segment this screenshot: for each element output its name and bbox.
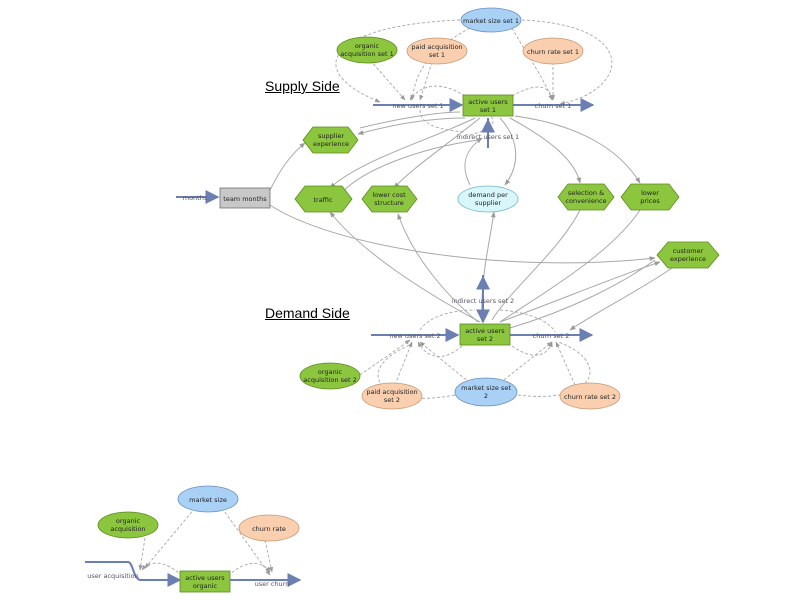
organic-acquisition-set1-label-2: acquisition set 1 xyxy=(340,50,393,58)
flow-arrows xyxy=(85,98,595,587)
traffic-node: traffic xyxy=(294,185,353,213)
demand-per-supplier-node: demand per supplier xyxy=(457,185,519,213)
paid-acquisition-set2-node: paid acquisition set 2 xyxy=(361,382,423,410)
churn-set2-label: churn set 2 xyxy=(533,332,570,340)
organic-acquisition-set2-label-1: organic xyxy=(318,368,343,376)
selection-convenience-label-2: convenience xyxy=(565,197,606,205)
market-size-set1-node: market size set 1 xyxy=(460,7,522,33)
lower-cost-structure-label-2: structure xyxy=(374,199,404,207)
new-users-set2-label: new users set 2 xyxy=(389,332,440,340)
lower-prices-node: lower prices xyxy=(620,183,680,211)
lower-cost-structure-node: lower cost structure xyxy=(361,185,418,213)
indirect-users-set1-label: indirect users set 1 xyxy=(457,133,519,141)
market-size-label: market size xyxy=(189,496,227,504)
organic-acquisition-set2-node: organic acquisition set 2 xyxy=(299,362,361,390)
market-size-set2-label-2: 2 xyxy=(484,392,488,400)
selection-convenience-node: selection & convenience xyxy=(557,183,615,211)
team-months-node: team months xyxy=(219,187,271,209)
paid-acquisition-set1-label-2: set 1 xyxy=(429,51,445,59)
team-months-label: team months xyxy=(223,195,267,203)
organic-acquisition-set2-label-2: acquisition set 2 xyxy=(303,376,356,384)
organic-acquisition-set1-label-1: organic xyxy=(355,42,380,50)
months-label: months xyxy=(183,194,208,202)
market-size-set1-label: market size set 1 xyxy=(463,17,519,25)
demand-side-title: Demand Side xyxy=(265,305,350,321)
market-size-node: market size xyxy=(177,485,239,513)
market-size-set2-node: market size set 2 xyxy=(454,377,518,407)
paid-acquisition-set1-node: paid acquisition set 1 xyxy=(406,37,468,65)
user-churn-label: user churn xyxy=(255,580,290,588)
selection-convenience-label-1: selection & xyxy=(568,189,604,197)
churn-rate-node: churn rate xyxy=(238,514,300,542)
churn-set1-label: churn set 1 xyxy=(535,102,572,110)
demand-per-supplier-label-1: demand per xyxy=(468,191,508,199)
organic-acquisition-label-1: organic xyxy=(116,517,141,525)
customer-experience-label-1: customer xyxy=(673,247,704,255)
lower-prices-label-2: prices xyxy=(640,197,660,205)
active-users-organic-node: active users organic xyxy=(179,570,231,593)
supply-links xyxy=(269,19,656,264)
active-users-set1-node: active users set 1 xyxy=(462,94,514,117)
organic-acquisition-label-2: acquisition xyxy=(110,525,145,533)
churn-rate-set2-node: churn rate set 2 xyxy=(559,382,621,410)
churn-rate-set2-label: churn rate set 2 xyxy=(564,393,616,401)
new-users-set1-label: new users set 1 xyxy=(392,102,443,110)
active-users-set1-label-2: set 1 xyxy=(480,106,496,114)
indirect-users-set2-label: indirect users set 2 xyxy=(452,297,514,305)
organic-acquisition-node: organic acquisition xyxy=(97,511,159,539)
paid-acquisition-set2-label-1: paid acquisition xyxy=(366,388,417,396)
traffic-label: traffic xyxy=(313,196,332,204)
customer-experience-node: customer experience xyxy=(656,241,720,269)
bottom-links xyxy=(138,507,274,577)
lower-cost-structure-label-1: lower cost xyxy=(372,191,406,199)
supplier-experience-node: supplier experience xyxy=(302,126,359,154)
paid-acquisition-set2-label-2: set 2 xyxy=(384,396,400,404)
paid-acquisition-set1-label-1: paid acquisition xyxy=(411,43,462,51)
active-users-organic-label-2: organic xyxy=(193,582,218,590)
demand-per-supplier-label-2: supplier xyxy=(475,199,501,207)
lower-prices-label-1: lower xyxy=(641,189,659,197)
churn-rate-set1-label: churn rate set 1 xyxy=(527,48,579,56)
active-users-set1-label-1: active users xyxy=(468,98,508,106)
supplier-experience-label-2: experience xyxy=(313,140,349,148)
active-users-set2-label-1: active users xyxy=(465,327,505,335)
market-size-set2-label-1: market size set xyxy=(461,384,511,392)
user-acquisition-label: user acquisition xyxy=(87,572,139,580)
organic-acquisition-set1-node: organic acquisition set 1 xyxy=(336,36,398,64)
customer-experience-label-2: experience xyxy=(670,255,706,263)
supply-side-title: Supply Side xyxy=(265,78,340,94)
supplier-experience-label-1: supplier xyxy=(318,132,344,140)
active-users-set2-label-2: set 2 xyxy=(477,335,493,343)
churn-rate-set1-node: churn rate set 1 xyxy=(522,37,584,65)
churn-rate-label: churn rate xyxy=(252,525,286,533)
active-users-organic-label-1: active users xyxy=(185,574,225,582)
active-users-set2-node: active users set 2 xyxy=(459,323,511,346)
